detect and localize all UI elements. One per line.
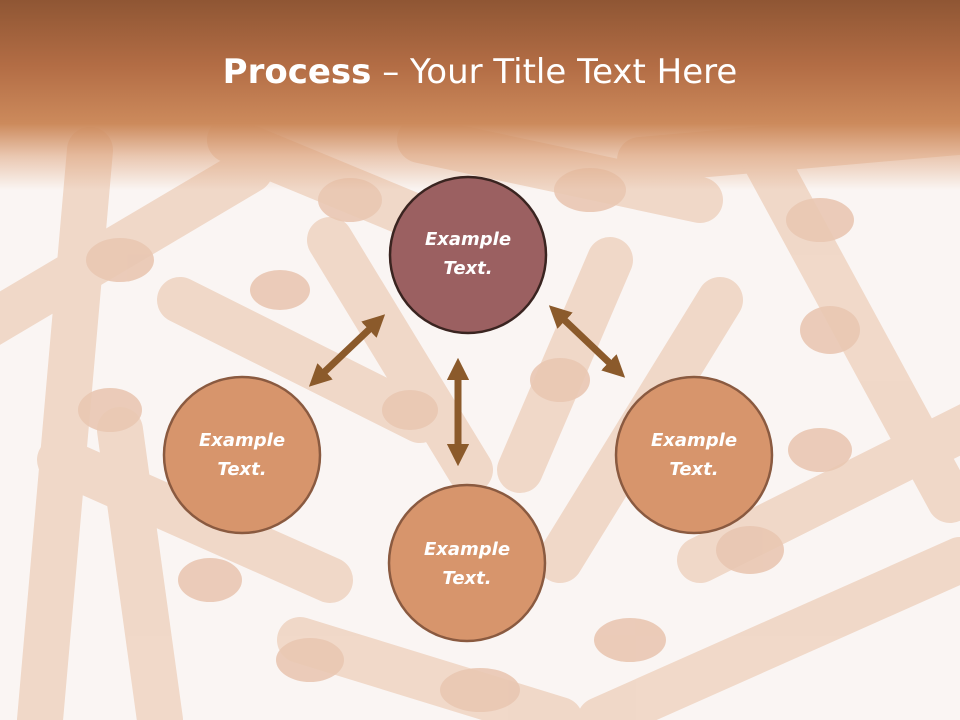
node-bottom-label: Example Text.: [392, 535, 542, 593]
node-top-line1: Example: [424, 229, 512, 250]
node-top-circle: [388, 175, 548, 335]
title-bold: Process: [222, 52, 372, 92]
title-band: [0, 0, 960, 190]
node-left-circle: [162, 375, 322, 535]
node-top-label: Example Text.: [393, 225, 543, 283]
node-right-line2: Text.: [669, 459, 719, 480]
node-right-line1: Example: [650, 430, 738, 451]
title-rest: Your Title Text Here: [410, 52, 738, 92]
node-left-line2: Text.: [217, 459, 267, 480]
node-bottom-line1: Example: [423, 539, 511, 560]
node-bottom-line2: Text.: [442, 568, 492, 589]
node-bottom-circle: [387, 483, 547, 643]
node-right-label: Example Text.: [619, 426, 769, 484]
arrow-top-left: [308, 314, 386, 387]
node-top-line2: Text.: [443, 258, 493, 279]
arrow-top-right: [548, 305, 626, 378]
node-right-circle: [614, 375, 774, 535]
node-left-line1: Example: [198, 430, 286, 451]
node-left-label: Example Text.: [167, 426, 317, 484]
slide-title: Process – Your Title Text Here: [0, 52, 960, 92]
title-separator: –: [371, 52, 411, 92]
